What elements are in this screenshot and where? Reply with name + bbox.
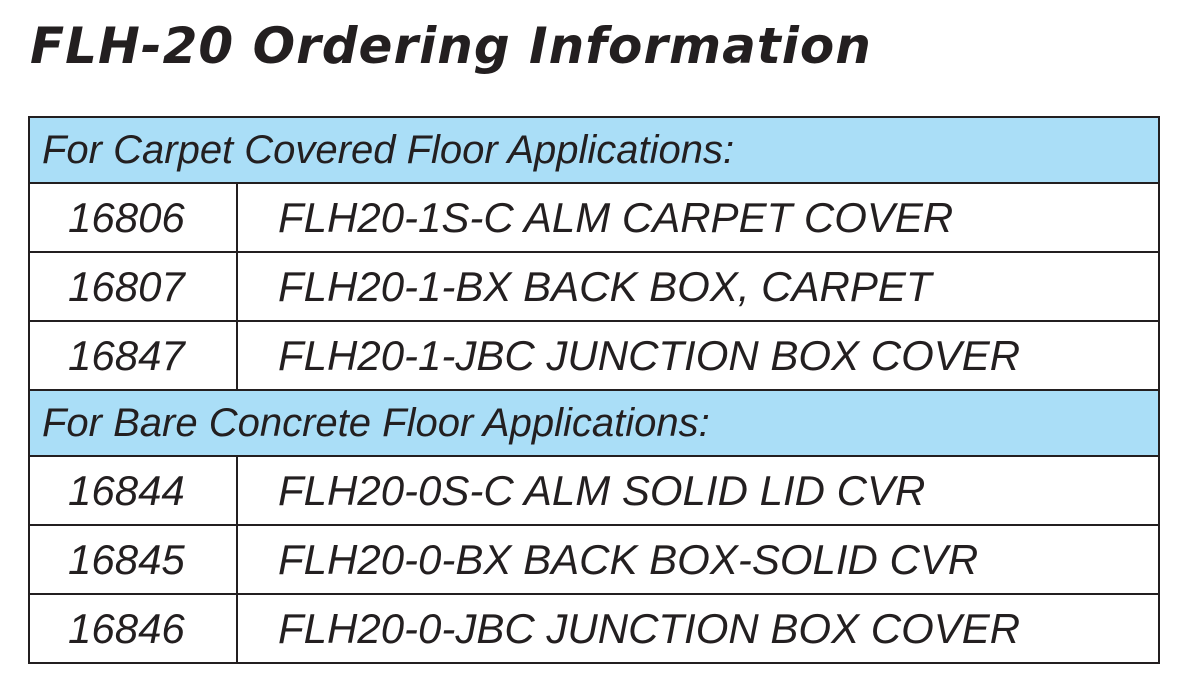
table-row: 16844 FLH20-0S-C ALM SOLID LID CVR [30,457,1158,526]
description-cell: FLH20-1-JBC JUNCTION BOX COVER [278,331,1021,379]
section-header-carpet: For Carpet Covered Floor Applications: [30,118,1158,184]
section-header-concrete: For Bare Concrete Floor Applications: [30,391,1158,457]
part-number-cell: 16844 [30,457,238,524]
page-title: FLH-20 Ordering Information [30,17,872,75]
part-number-cell: 16807 [30,253,238,320]
description-cell: FLH20-0S-C ALM SOLID LID CVR [278,466,926,514]
ordering-table: For Carpet Covered Floor Applications: 1… [28,116,1160,664]
table-row: 16807 FLH20-1-BX BACK BOX, CARPET [30,253,1158,322]
description-cell: FLH20-0-JBC JUNCTION BOX COVER [278,604,1021,652]
part-number-cell: 16847 [30,322,238,389]
table-row: 16846 FLH20-0-JBC JUNCTION BOX COVER [30,595,1158,662]
description-cell: FLH20-1-BX BACK BOX, CARPET [278,262,932,310]
part-number-cell: 16846 [30,595,238,662]
description-cell: FLH20-1S-C ALM CARPET COVER [278,193,954,241]
part-number-cell: 16806 [30,184,238,251]
table-row: 16806 FLH20-1S-C ALM CARPET COVER [30,184,1158,253]
description-cell: FLH20-0-BX BACK BOX-SOLID CVR [278,535,979,583]
table-row: 16845 FLH20-0-BX BACK BOX-SOLID CVR [30,526,1158,595]
part-number-cell: 16845 [30,526,238,593]
table-row: 16847 FLH20-1-JBC JUNCTION BOX COVER [30,322,1158,391]
